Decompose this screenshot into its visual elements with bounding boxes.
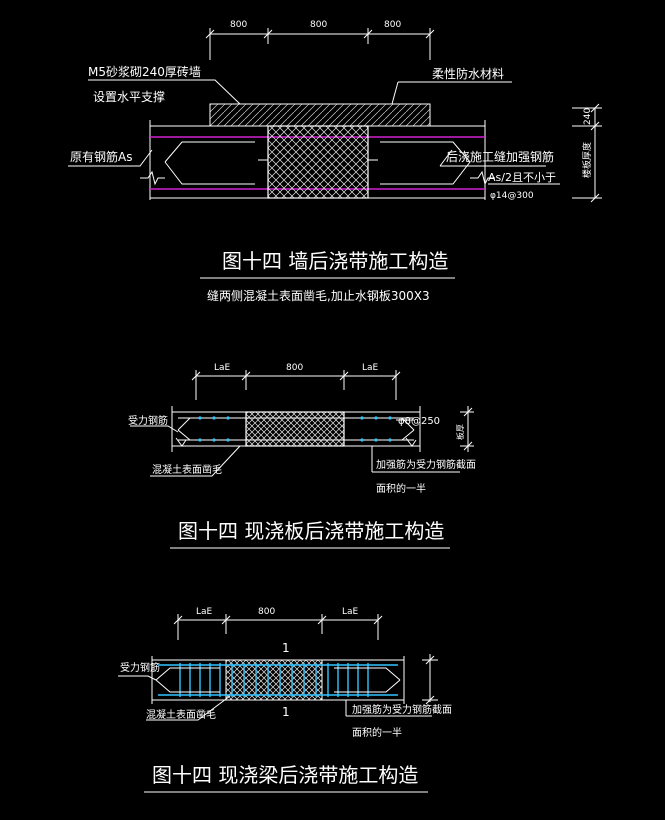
wall-right-dimension: 240 楼板厚度 <box>572 103 602 203</box>
wall-dim-3: 800 <box>384 20 401 30</box>
label-added-rebar: 后浇施工缝加强钢筋 <box>446 149 554 164</box>
beam-postcast-band <box>225 659 323 701</box>
slab-label-phi8: φ8@250 <box>398 416 440 427</box>
beam-label-add1: 加强筋为受力钢筋截面 <box>352 703 452 716</box>
label-existing-rebar: 原有钢筋As <box>70 149 132 164</box>
slab-postcast-band <box>245 411 345 447</box>
slab-bar-dots <box>198 416 392 442</box>
label-phi14: φ14@300 <box>490 191 534 201</box>
wall-postcast-band <box>267 125 369 199</box>
brick-wall <box>209 103 431 127</box>
beam-dim-1: LaE <box>196 607 213 617</box>
label-horizontal-support: 设置水平支撑 <box>93 89 165 104</box>
slab-label-add2: 面积的一半 <box>376 482 426 495</box>
wall-detail: 800 800 800 <box>68 20 602 303</box>
wall-dim-2: 800 <box>310 20 327 30</box>
beam-section-mark-bottom: 1 <box>282 705 290 719</box>
beam-label-rough: 混凝土表面凿毛 <box>146 708 216 721</box>
beam-label-rebar: 受力钢筋 <box>120 661 160 674</box>
slab-dim-1: LaE <box>214 363 231 373</box>
beam-label-add2: 面积的一半 <box>352 726 402 739</box>
label-flexible-waterproof: 柔性防水材料 <box>432 66 504 81</box>
wall-dim-slab: 楼板厚度 <box>581 142 593 178</box>
beam-right-dimension <box>422 654 438 705</box>
beam-dim-2: 800 <box>258 607 275 617</box>
beam-top-dimension: LaE 800 LaE <box>173 607 383 640</box>
beam-detail-title: 图十四 现浇梁后浇带施工构造 <box>152 763 418 787</box>
beam-detail: LaE 800 LaE 1 1 <box>118 607 452 793</box>
slab-label-rough: 混凝土表面凿毛 <box>152 463 222 476</box>
wall-detail-note: 缝两侧混凝土表面凿毛,加止水钢板300X3 <box>207 288 430 303</box>
slab-dim-thickness: 板厚 <box>455 424 465 440</box>
wall-dim-1: 800 <box>230 20 247 30</box>
beam-section-mark-top: 1 <box>282 641 290 655</box>
slab-dim-2: 800 <box>286 363 303 373</box>
wall-add-rebar-top-left <box>164 141 255 163</box>
beam-dim-3: LaE <box>342 607 359 617</box>
slab-label-rebar: 受力钢筋 <box>128 414 168 427</box>
slab-detail-title: 图十四 现浇板后浇带施工构造 <box>178 519 444 543</box>
slab-right-dimension: 板厚 <box>455 406 474 452</box>
slab-dim-3: LaE <box>362 363 379 373</box>
wall-add-rebar-bottom-right <box>380 161 471 185</box>
beam-rebar-cage <box>158 663 398 697</box>
slab-top-dimension: LaE 800 LaE <box>191 363 401 400</box>
label-as2: As/2且不小于 <box>488 171 556 184</box>
label-m5-wall: M5砂浆砌240厚砖墙 <box>88 64 201 79</box>
wall-add-rebar-bottom-left <box>164 161 255 185</box>
wall-leaders <box>68 79 560 185</box>
slab-label-add1: 加强筋为受力钢筋截面 <box>376 458 476 471</box>
wall-add-rebar-top-right <box>380 141 471 163</box>
wall-slab <box>140 120 495 200</box>
wall-detail-title: 图十四 墙后浇带施工构造 <box>222 249 448 273</box>
wall-top-dimension: 800 800 800 <box>205 20 435 60</box>
slab-detail: LaE 800 LaE <box>128 363 476 549</box>
wall-dim-240: 240 <box>583 108 593 125</box>
